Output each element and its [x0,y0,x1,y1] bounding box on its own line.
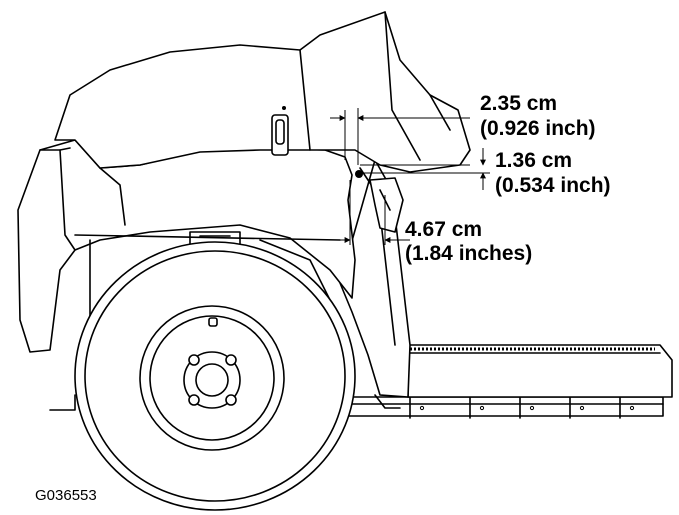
measurement-2-imperial: (0.534 inch) [495,174,611,197]
dimension-top-horizontal [330,108,470,165]
front-wheel [74,241,356,511]
measurement-1-imperial: (0.926 inch) [480,117,596,140]
dimension-lower-horizontal [340,180,410,245]
hood-latch [271,106,289,156]
measurement-3-metric: 4.67 cm [405,218,482,241]
measurement-2-metric: 1.36 cm [495,149,572,172]
measurement-label-1: 2.35 cm (0.926 inch) [480,92,596,140]
hood-bracket [369,177,404,233]
dimension-middle-vertical [360,148,490,190]
measurement-label-2: 1.36 cm (0.534 inch) [495,149,611,197]
measurement-3-imperial: (1.84 inches) [405,242,532,265]
hood-top [54,11,471,173]
measurement-label-3: 4.67 cm (1.84 inches) [405,218,532,265]
hood-pivot-point [355,170,363,178]
floor-pad [407,344,673,398]
figure-code: G036553 [35,487,97,504]
frame-rail [329,394,664,419]
measurement-1-metric: 2.35 cm [480,92,557,115]
